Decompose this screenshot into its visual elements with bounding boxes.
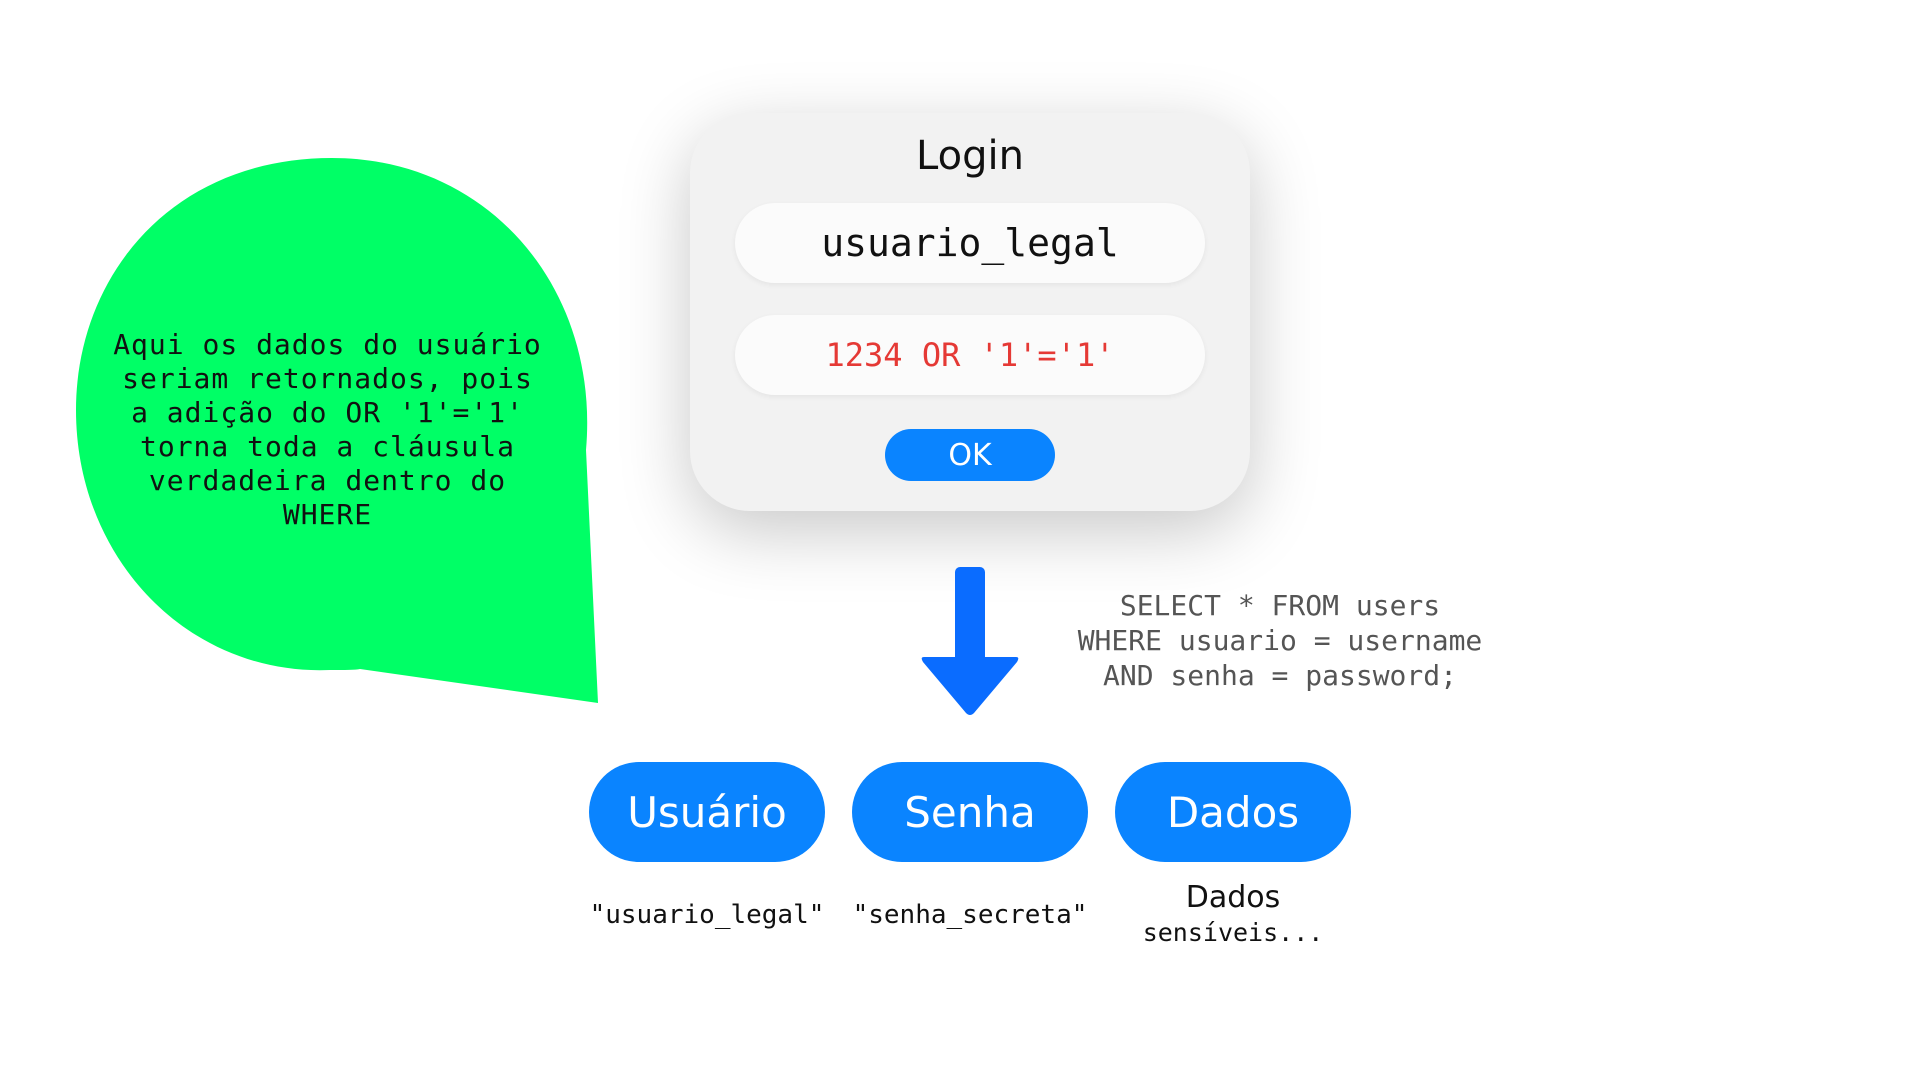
sql-query: SELECT * FROM users WHERE usuario = user… <box>1060 588 1500 693</box>
sql-line: AND senha = password; <box>1102 659 1457 692</box>
login-title: Login <box>916 133 1024 179</box>
login-dialog: Login usuario_legal 1234 OR '1'='1' OK <box>690 113 1250 511</box>
senha-value-label: "senha_secreta" <box>852 900 1088 930</box>
dados-value-sublabel: sensíveis... <box>1142 918 1324 947</box>
usuario-value-label: "usuario_legal" <box>589 900 825 930</box>
dados-value-label: Dados <box>1185 880 1281 915</box>
username-value: usuario_legal <box>821 221 1119 265</box>
sql-line: WHERE usuario = username <box>1077 624 1483 657</box>
column-senha-pill: Senha <box>852 762 1088 862</box>
column-usuario-pill: Usuário <box>589 762 825 862</box>
sql-line: SELECT * FROM users <box>1119 589 1441 622</box>
speech-bubble-text: Aqui os dados do usuário seriam retornad… <box>113 328 542 531</box>
arrow-down-icon <box>921 567 1019 715</box>
password-field[interactable]: 1234 OR '1'='1' <box>735 315 1205 395</box>
username-field[interactable]: usuario_legal <box>735 203 1205 283</box>
ok-button[interactable]: OK <box>885 429 1055 481</box>
column-dados-pill: Dados <box>1115 762 1351 862</box>
password-value: 1234 OR '1'='1' <box>825 336 1115 374</box>
